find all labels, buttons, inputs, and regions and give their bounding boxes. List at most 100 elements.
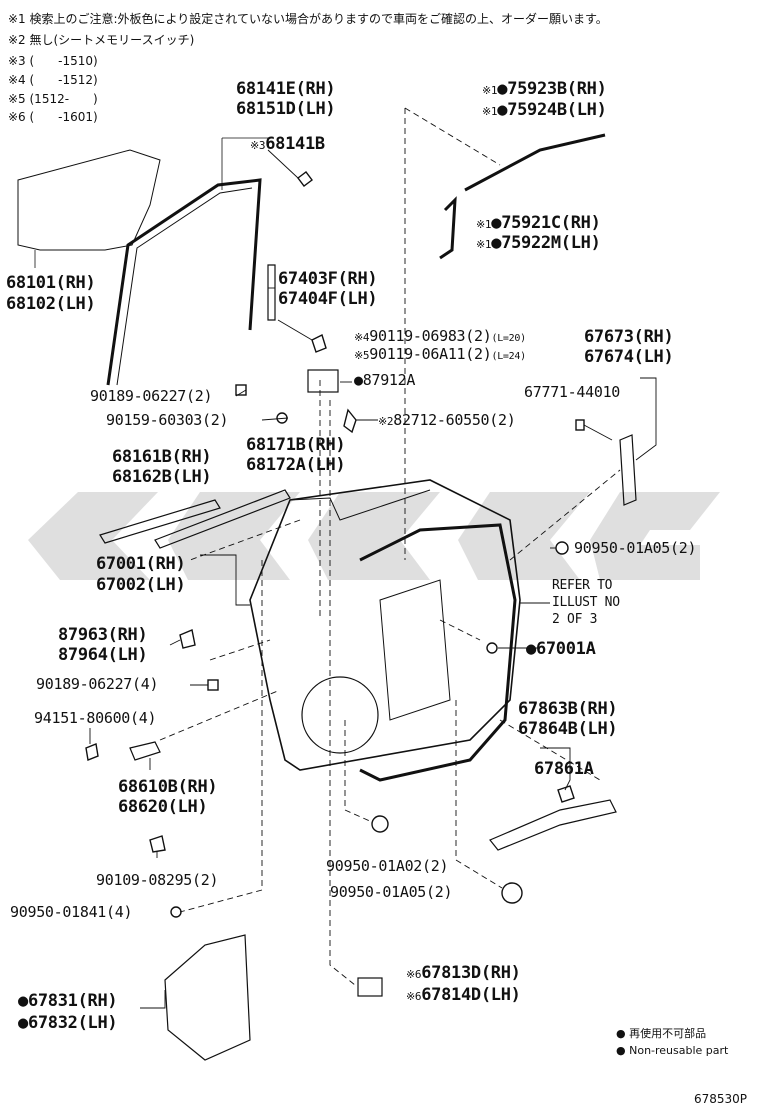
label-67404F: 67404F(LH) (278, 289, 378, 309)
label-94151: 94151-80600(4) (34, 709, 157, 727)
mark-4: ※4 (354, 331, 370, 344)
door-panel (249, 479, 521, 771)
label-68620: 68620(LH) (118, 797, 208, 817)
label-67814D: 67814D(LH) (421, 985, 521, 1005)
label-90109: 90109-08295(2) (96, 871, 219, 889)
label-68141B: 68141B (265, 134, 325, 154)
mark-3: ※3 (250, 139, 266, 152)
mark-1: ※1 (482, 105, 498, 118)
label-87963: 87963(RH) (58, 625, 148, 645)
dot-icon: ● (497, 79, 508, 99)
label-90159: 90159-60303(2) (106, 411, 229, 429)
clip-67771 (575, 419, 585, 431)
label-67002: 67002(LH) (96, 575, 186, 595)
label-67001A: 67001A (535, 639, 596, 659)
refer-line-1: REFER TO (552, 578, 613, 593)
grommet-90950-A05-lower (501, 882, 523, 904)
note-4: ※4 ( -1512) (8, 73, 98, 87)
mark-6: ※6 (406, 990, 422, 1003)
label-90119b: 90119-06A11(2) (369, 345, 492, 363)
nut-94151 (85, 743, 99, 761)
belt-moulding-upper (464, 133, 606, 192)
rear-weatherstrip (619, 434, 637, 506)
mark-6: ※6 (406, 968, 422, 981)
connector-82712 (343, 408, 357, 434)
rear-sash (267, 264, 276, 321)
clip-68141B (297, 171, 313, 187)
note-6: ※6 ( -1601) (8, 110, 98, 124)
note-5: ※5 (1512- ) (8, 92, 98, 106)
grommet-90950-01841 (170, 906, 182, 918)
mark-1: ※1 (482, 84, 498, 97)
label-67674: 67674(LH) (584, 347, 674, 367)
note-3: ※3 ( -1510) (8, 54, 98, 68)
label-90189a: 90189-06227(2) (90, 387, 213, 405)
label-90119a-row: ※490119-06983(2)(L=20) (354, 328, 526, 347)
label-68101: 68101(RH) (6, 273, 96, 293)
label-87912A-row: ●87912A (354, 372, 415, 389)
label-67813D: 67813D(RH) (421, 963, 521, 983)
outer-belt-weatherstrip (154, 489, 291, 549)
label-90119b-row: ※590119-06A11(2)(L=24) (354, 346, 526, 365)
mark-5: ※5 (354, 349, 370, 362)
label-75924B-row: ※1●75924B(LH) (482, 101, 607, 121)
label-68172A: 68172A(LH) (246, 455, 346, 475)
dot-icon: ● (497, 100, 508, 120)
belt-moulding-lower (439, 196, 457, 260)
lower-weatherstrip (489, 799, 617, 851)
label-75922M: 75922M(LH) (501, 233, 601, 253)
label-67001: 67001(RH) (96, 554, 186, 574)
label-90950c: 90950-01A05(2) (330, 883, 453, 901)
label-67831: 67831(RH) (27, 991, 118, 1011)
pad-87963 (179, 629, 196, 649)
legend-jp: 再使用不可部品 (629, 1027, 707, 1040)
label-67814D-row: ※667814D(LH) (406, 986, 521, 1006)
label-87964: 87964(LH) (58, 645, 148, 665)
dot-icon: ● (491, 233, 502, 253)
label-68171B: 68171B(RH) (246, 435, 346, 455)
dot-icon: ● (491, 213, 502, 233)
diagram-code: 678530P (694, 1092, 748, 1106)
label-75923B-row: ※1●75923B(RH) (482, 80, 607, 100)
door-hinge (129, 741, 161, 761)
inner-belt-weatherstrip (99, 499, 221, 544)
label-67403F: 67403F(RH) (278, 269, 378, 289)
legend-en: Non-reusable part (629, 1044, 729, 1057)
mark-1: ※1 (476, 238, 492, 251)
label-67001A-row: ●67001A (526, 640, 596, 659)
label-75921C: 75921C(RH) (501, 213, 601, 233)
label-67771: 67771-44010 (524, 383, 621, 401)
dot-icon: ● (354, 371, 363, 389)
label-75924B: 75924B(LH) (507, 100, 607, 120)
label-68151D: 68151D(LH) (236, 99, 336, 119)
refer-line-3: 2 OF 3 (552, 612, 598, 627)
note-1: ※1 検索上のご注意:外板色により設定されていない場合がありますので車両をご確認… (8, 12, 608, 26)
label-67861A: 67861A (534, 759, 594, 779)
refer-line-2: ILLUST NO (552, 595, 620, 610)
screw-90119 (311, 334, 327, 353)
label-90950d: 90950-01841(4) (10, 903, 133, 921)
clip-90189-b (207, 679, 219, 691)
label-68102: 68102(LH) (6, 294, 96, 314)
label-68610B: 68610B(RH) (118, 777, 218, 797)
dot-icon: ● (18, 991, 28, 1011)
note-2: ※2 無し(シートメモリースイッチ) (8, 33, 195, 47)
label-75922M-row: ※1●75922M(LH) (476, 234, 601, 254)
plug-67813D (357, 977, 383, 997)
label-90950a: 90950-01A05(2) (574, 539, 697, 557)
label-67864B: 67864B(LH) (518, 719, 618, 739)
label-68162B: 68162B(LH) (112, 467, 212, 487)
mark-1: ※1 (476, 218, 492, 231)
label-68161B: 68161B(RH) (112, 447, 212, 467)
label-82712: 82712-60550(2) (393, 411, 516, 429)
label-67832: 67832(LH) (27, 1013, 118, 1033)
run-channel (106, 178, 262, 386)
dot-icon: ● (616, 1027, 626, 1040)
door-glass (17, 149, 161, 251)
label-67863B: 67863B(RH) (518, 699, 618, 719)
dot-icon: ● (616, 1044, 626, 1057)
service-hole-cover (164, 934, 251, 1061)
label-68141E: 68141E(RH) (236, 79, 336, 99)
